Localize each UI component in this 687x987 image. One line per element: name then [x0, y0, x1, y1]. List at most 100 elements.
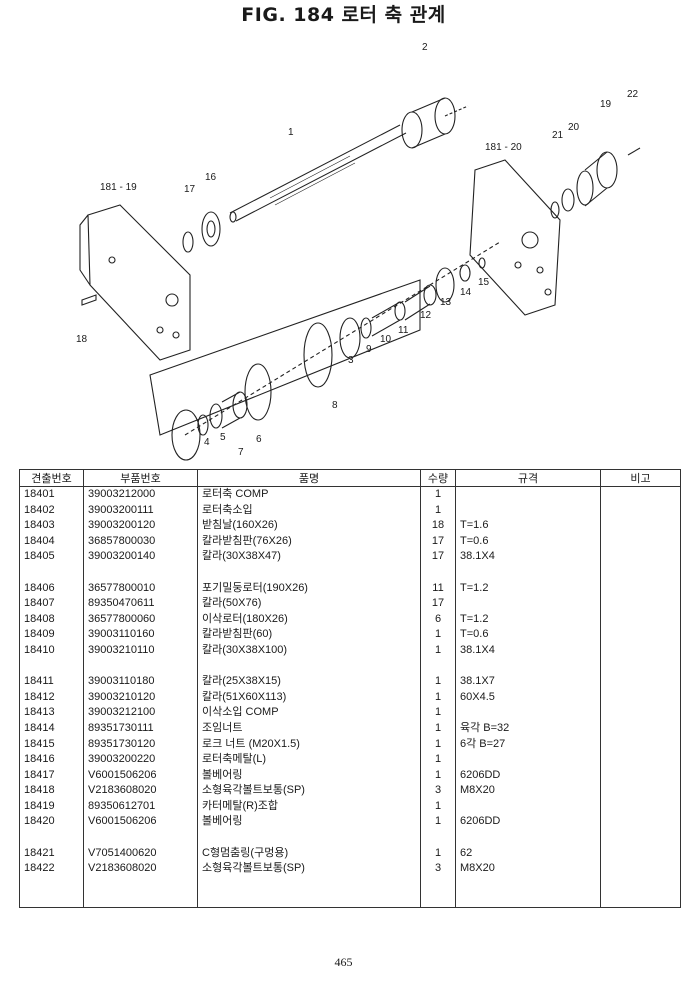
cell-index-no: 18419	[19, 798, 84, 815]
cell-remarks	[600, 627, 681, 643]
cell-part-name: 포기밀둥로터(190X26)	[197, 580, 421, 597]
cell-index-no: 18413	[19, 705, 84, 721]
cell-spec: 6206DD	[455, 814, 601, 831]
cell-quantity: 1	[420, 627, 456, 643]
callout-21: 21	[552, 130, 564, 141]
callout-19: 19	[600, 99, 612, 110]
rotor-disc-3b	[339, 317, 361, 359]
cell-spec: T=1.6	[455, 518, 601, 534]
cell-index-no: 18404	[19, 533, 84, 550]
cell-part-name: C형멈춤링(구멍용)	[197, 845, 421, 862]
table-filler-row	[19, 876, 681, 908]
cell-spec: M8X20	[455, 861, 601, 877]
cell-part-no: 39003210110	[83, 642, 198, 659]
cell-index-no: 18408	[19, 611, 84, 628]
cell-remarks	[600, 486, 681, 503]
cell-spec: 6각 B=27	[455, 736, 601, 753]
cell-part-no: 89350612701	[83, 798, 198, 815]
callout-1: 1	[288, 127, 294, 138]
callout-22: 22	[627, 89, 639, 100]
rotor-star-6	[244, 363, 272, 421]
callout-4: 4	[204, 437, 210, 448]
cell-part-no: 89350470611	[83, 596, 198, 612]
cell-remarks	[600, 674, 681, 690]
callout-14: 14	[460, 287, 472, 298]
cell-index-no: 18411	[19, 674, 84, 690]
cell-quantity: 1	[420, 798, 456, 815]
cell-index-no: 18414	[19, 720, 84, 737]
cell-part-name: 로터축 COMP	[197, 486, 421, 503]
cell-index-no: 18422	[19, 861, 84, 877]
cell-part-no: 36577800010	[83, 580, 198, 597]
callout-5: 5	[220, 432, 226, 443]
callout-12: 12	[420, 310, 432, 321]
cell-index-no: 18401	[19, 486, 84, 503]
cell-quantity: 1	[420, 814, 456, 831]
cell-part-no: V6001506206	[83, 767, 198, 784]
callout-7: 7	[238, 447, 244, 458]
cell-remarks	[600, 642, 681, 659]
group-spacer-row	[19, 658, 681, 675]
cell-part-no: 39003200220	[83, 752, 198, 768]
cell-quantity: 1	[420, 502, 456, 519]
cell-spec	[455, 486, 601, 503]
cell-remarks	[600, 705, 681, 721]
cell-spec: 62	[455, 845, 601, 862]
cell-remarks	[600, 580, 681, 597]
cell-part-no: 39003110180	[83, 674, 198, 690]
cell-remarks	[600, 798, 681, 815]
cell-remarks	[600, 689, 681, 706]
cell-remarks	[600, 861, 681, 877]
cell-quantity: 1	[420, 720, 456, 737]
cell-part-name: 이삭로터(180X26)	[197, 611, 421, 628]
header-index-no: 견출번호	[19, 469, 84, 487]
callout-181-20: 181 - 20	[485, 142, 522, 153]
rotor-shaft	[229, 124, 407, 222]
cell-remarks	[600, 814, 681, 831]
cell-part-name: 받침날(160X26)	[197, 518, 421, 534]
header-quantity: 수량	[420, 469, 456, 487]
cell-part-name: 칼라받침판(76X26)	[197, 533, 421, 550]
cell-quantity: 11	[420, 580, 456, 597]
cell-spec	[455, 752, 601, 768]
callout-8: 8	[332, 400, 338, 411]
cell-quantity: 3	[420, 783, 456, 799]
cell-remarks	[600, 611, 681, 628]
cell-spec	[455, 502, 601, 519]
cell-quantity: 17	[420, 596, 456, 612]
cell-part-no: V6001506206	[83, 814, 198, 831]
cell-part-no: 39003210120	[83, 689, 198, 706]
figure-title: FIG. 184 로터 축 관계	[241, 4, 446, 26]
cell-quantity: 3	[420, 861, 456, 877]
cell-part-name: 볼베어링	[197, 767, 421, 784]
rotor-star-8	[303, 322, 333, 388]
cell-index-no: 18412	[19, 689, 84, 706]
cell-spec	[455, 596, 601, 612]
cell-part-name: 이삭소입 COMP	[197, 705, 421, 721]
cell-part-no: 39003200140	[83, 549, 198, 565]
cell-part-name: 칼라(30X38X100)	[197, 642, 421, 659]
cell-part-no: 39003212100	[83, 705, 198, 721]
callout-16: 16	[205, 172, 217, 183]
cell-remarks	[600, 845, 681, 862]
callout-18: 18	[76, 334, 88, 345]
callout-15: 15	[478, 277, 490, 288]
callout-13: 13	[440, 297, 452, 308]
cell-spec: 60X4.5	[455, 689, 601, 706]
cell-quantity: 1	[420, 689, 456, 706]
cell-quantity: 17	[420, 533, 456, 550]
